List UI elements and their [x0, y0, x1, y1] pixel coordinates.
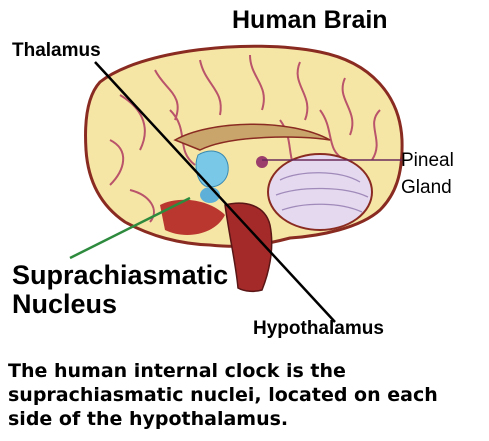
- pineal-gland: [256, 156, 268, 168]
- pineal-label-line2: Gland: [401, 174, 454, 201]
- scn-label-line2: Nucleus: [12, 290, 228, 319]
- suprachiasmatic-nucleus-label: Suprachiasmatic Nucleus: [12, 261, 228, 319]
- diagram-title: Human Brain: [232, 8, 388, 33]
- thalamus-label: Thalamus: [12, 41, 101, 60]
- hypothalamus-label: Hypothalamus: [253, 319, 384, 338]
- pineal-label-line1: Pineal: [401, 147, 454, 174]
- thalamus-region: [196, 151, 228, 187]
- pineal-gland-label: Pineal Gland: [401, 147, 454, 201]
- scn-label-line1: Suprachiasmatic: [12, 261, 228, 290]
- caption-text: The human internal clock is the suprachi…: [8, 359, 482, 431]
